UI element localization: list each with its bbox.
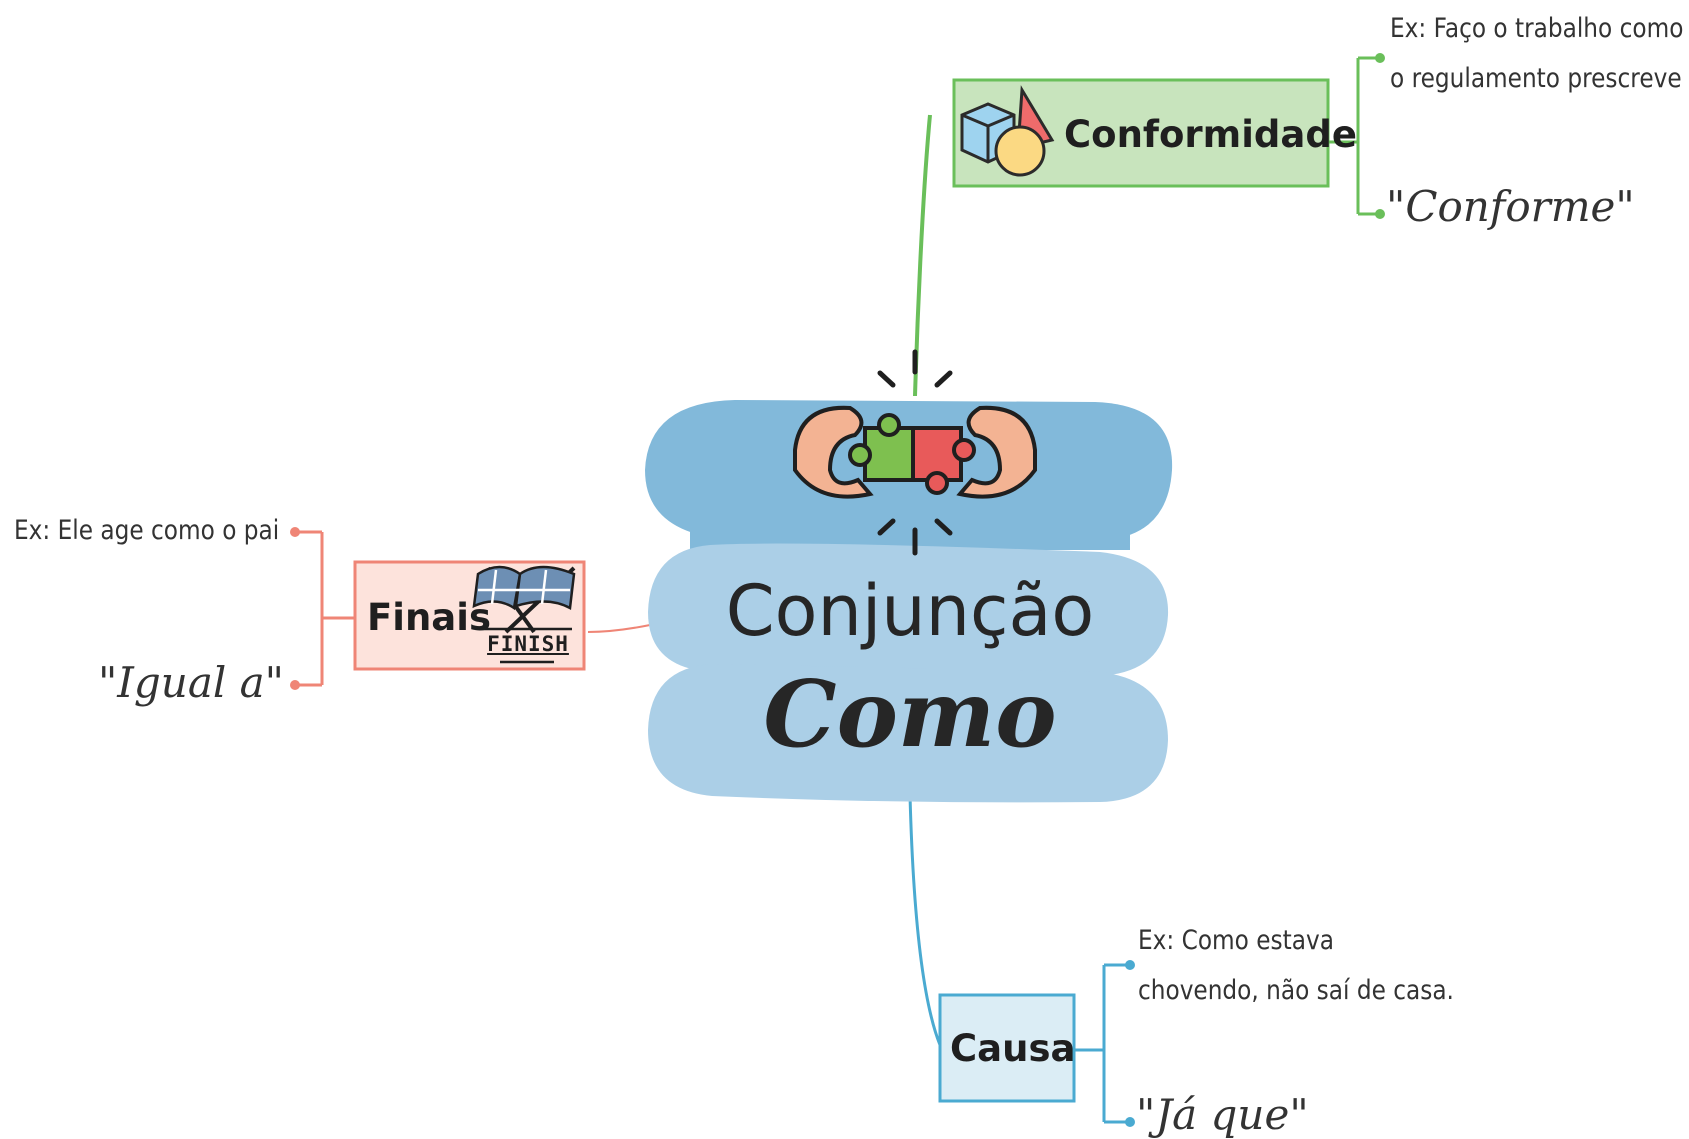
geometric-shapes-icon (960, 85, 1055, 177)
label-causa: Causa (950, 1026, 1076, 1070)
dot-conformidade-quote (1375, 209, 1385, 219)
quote-finais: "Igual a" (97, 658, 284, 707)
example-conformidade-line1: Ex: Faço o trabalho como (1390, 13, 1684, 44)
bracket-conformidade (1328, 56, 1380, 216)
central-title: Conjunção (725, 570, 1095, 652)
dot-causa-quote (1125, 1117, 1135, 1127)
example-causa-line1: Ex: Como estava (1138, 925, 1334, 956)
finish-flags-icon (472, 565, 576, 664)
node-causa[interactable] (938, 993, 1076, 1103)
example-conformidade-line2: o regulamento prescreve (1390, 63, 1682, 94)
quote-conformidade: "Conforme" (1386, 182, 1635, 231)
dot-causa-example (1125, 960, 1135, 970)
central-subtitle: Como (763, 660, 1057, 768)
label-finais: Finais (367, 595, 491, 639)
connector-finais (587, 624, 651, 633)
finish-flags-label: FINISH (487, 632, 569, 656)
connector-causa (908, 794, 942, 1046)
puzzle-hands-icon (793, 349, 1037, 556)
example-finais: Ex: Ele age como o pai (14, 515, 280, 546)
example-causa-line2: chovendo, não saí de casa. (1138, 975, 1454, 1006)
dot-finais-quote (290, 680, 300, 690)
quote-causa: "Já que" (1136, 1090, 1309, 1139)
bracket-finais (295, 530, 355, 687)
label-conformidade: Conformidade (1064, 112, 1357, 156)
dot-conformidade-example (1375, 53, 1385, 63)
bracket-causa (1074, 963, 1130, 1124)
dot-finais-example (290, 527, 300, 537)
